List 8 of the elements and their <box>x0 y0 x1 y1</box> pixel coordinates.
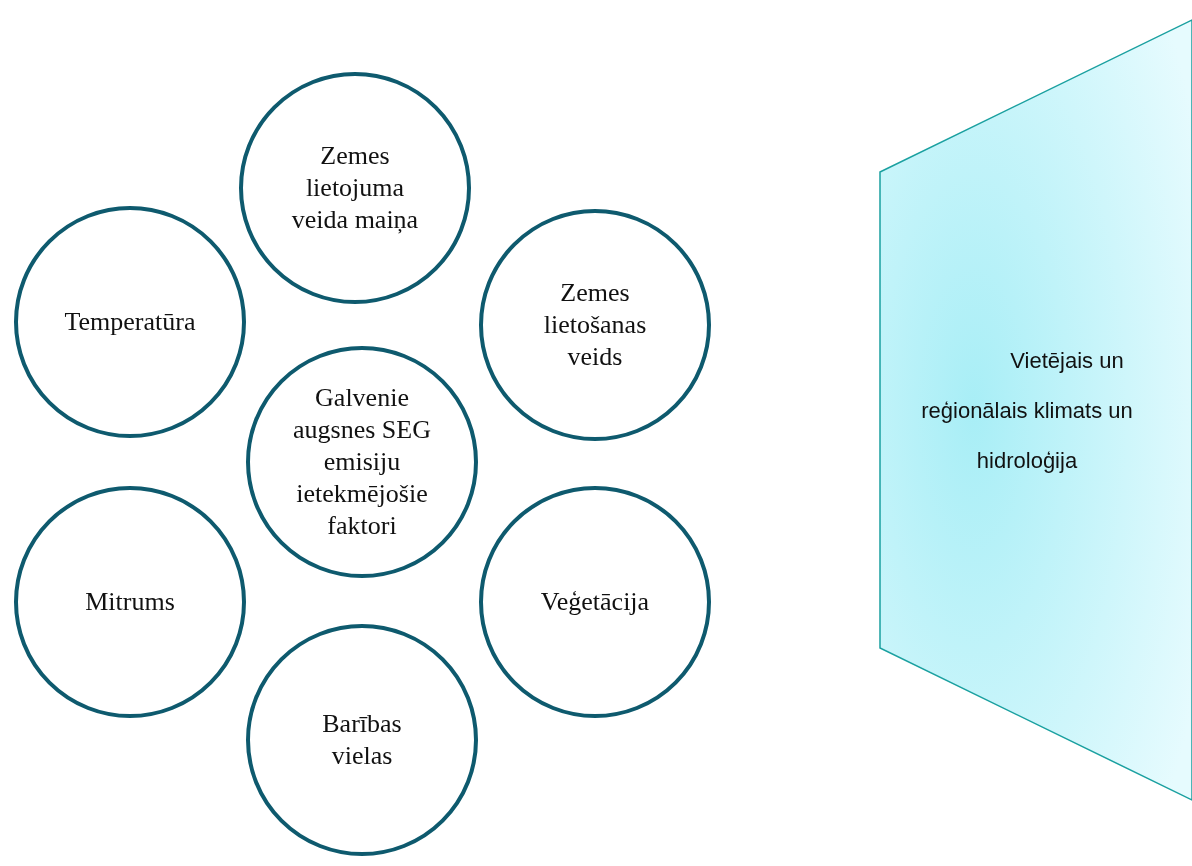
circle-label: Barības vielas <box>321 708 403 772</box>
circle-label: Galvenie augsnes SEG emisiju ietekmējošie faktori <box>292 382 432 542</box>
circle-label: Mitrums <box>85 586 175 618</box>
circle-label: Zemes lietošanas veids <box>542 277 648 373</box>
circle-label: Temperatūra <box>64 306 196 338</box>
band-label: Vietējais un reģionālais klimats un hidroloģija <box>920 347 1134 475</box>
circle-label: Veģetācija <box>540 586 650 618</box>
circle-label: Zemes lietojuma veida maiņa <box>290 140 420 236</box>
